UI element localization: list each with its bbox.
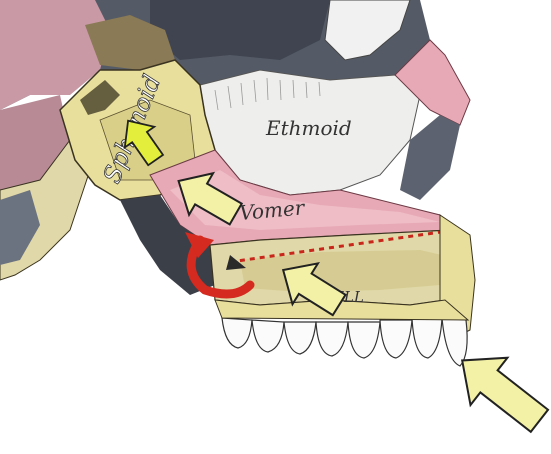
tooth xyxy=(316,322,348,356)
tooth xyxy=(380,320,412,358)
teeth-row xyxy=(222,318,467,366)
tooth xyxy=(252,320,284,352)
tooth xyxy=(442,318,467,366)
tooth xyxy=(284,322,316,354)
tooth xyxy=(412,318,442,358)
tooth xyxy=(348,322,380,358)
ethmoid-label: Ethmoid xyxy=(265,116,352,140)
tooth xyxy=(222,318,252,348)
